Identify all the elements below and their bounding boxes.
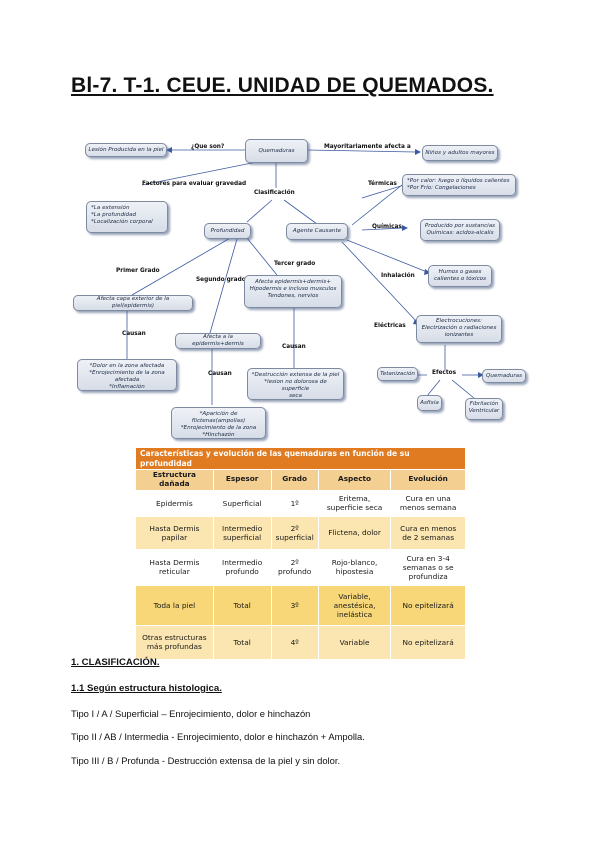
table-cell: 1º bbox=[270, 489, 319, 517]
node-asfixia: Asfixia bbox=[417, 395, 442, 411]
node-factores-list: *La extensión *La profundidad *Localizac… bbox=[86, 201, 168, 233]
node-ninos: Niños y adultos mayores bbox=[422, 145, 498, 161]
header-grado: Grado bbox=[270, 469, 319, 491]
header-aspecto: Aspecto bbox=[317, 469, 392, 491]
table-cell: Cura en menos de 2 semanas bbox=[390, 515, 466, 550]
label-primer-grado: Primer Grado bbox=[116, 268, 160, 274]
node-epidermis-dermis: Afecta a la epidermis+dermis bbox=[175, 333, 261, 349]
section-heading-clasificacion: 1. CLASIFICACIÓN. bbox=[71, 657, 160, 668]
table-row: Hasta Dermis reticular Intermedio profun… bbox=[135, 548, 466, 586]
node-tercer-causan: *Destrucción extensa de la piel *lesion … bbox=[247, 368, 344, 400]
table-cell: Variable bbox=[317, 624, 392, 660]
node-quimicas: Producido por sustancias Químicas: acido… bbox=[420, 219, 500, 241]
table-cell: Epidermis bbox=[135, 489, 214, 517]
paragraph-tipo-3: Tipo III / B / Profunda - Destrucción ex… bbox=[71, 755, 341, 766]
label-efectos: Efectos bbox=[432, 370, 457, 376]
table-cell: Cura en una menos semana bbox=[390, 489, 466, 517]
label-causan-3: Causan bbox=[282, 344, 306, 350]
node-fibrilacion: Fibrilación Ventricular bbox=[465, 398, 503, 420]
table-row: Otras estructuras más profundas Total 4º… bbox=[135, 624, 466, 660]
table-cell: 3º bbox=[270, 584, 319, 626]
node-agente-causante: Agente Causante bbox=[286, 223, 348, 240]
table-caption: Características y evolución de las quema… bbox=[135, 447, 466, 470]
node-quemaduras: Quemaduras bbox=[245, 139, 308, 163]
table-cell: 2º profundo bbox=[270, 548, 319, 586]
label-que-son: ¿Que son? bbox=[191, 144, 225, 150]
label-causan-1: Causan bbox=[122, 331, 146, 337]
table-cell: Rojo-blanco, hipostesia bbox=[317, 548, 392, 586]
table-row: Toda la piel Total 3º Variable, anestési… bbox=[135, 584, 466, 626]
page-title: Bl-7. T-1. CEUE. UNIDAD DE QUEMADOS. bbox=[71, 74, 494, 97]
label-tercer-grado: Tercer grado bbox=[274, 261, 316, 267]
label-causan-2: Causan bbox=[208, 371, 232, 377]
label-factores: Factores para evaluar gravedad bbox=[142, 181, 247, 187]
header-estructura: Estructura dañada bbox=[135, 469, 214, 491]
table-cell: Otras estructuras más profundas bbox=[135, 624, 214, 660]
node-tetanizacion: Tetanización bbox=[377, 367, 418, 381]
table-cell: 4º bbox=[270, 624, 319, 660]
node-electricas: Electrocuciones: Electrización o radiaci… bbox=[416, 315, 502, 343]
label-quimicas: Químicas bbox=[372, 224, 402, 230]
table-cell: Superficial bbox=[212, 489, 272, 517]
table-cell: Variable, anestésica, inelástica bbox=[317, 584, 392, 626]
table-cell: No epitelizará bbox=[390, 624, 466, 660]
node-capa-exterior: Afecta capa exterior de la piel(epidermi… bbox=[73, 295, 193, 311]
label-inhalacion: Inhalación bbox=[381, 273, 415, 279]
paragraph-tipo-1: Tipo I / A / Superficial – Enrojecimient… bbox=[71, 708, 311, 719]
table-row: Hasta Dermis papilar Intermedio superfic… bbox=[135, 515, 466, 550]
label-mayoritariamente: Mayoritariamente afecta a bbox=[324, 144, 411, 150]
node-primer-causan: *Dolor en la zona afectada *Enrojecimien… bbox=[77, 359, 177, 391]
label-termicas: Térmicas bbox=[368, 181, 397, 187]
node-termicas: *Por calor: fuego o líquidos calientes *… bbox=[402, 174, 516, 196]
label-clasificacion: Clasificación bbox=[254, 190, 295, 196]
table-cell: Flictena, dolor bbox=[317, 515, 392, 550]
section-heading-estructura: 1.1 Según estructura histologica. bbox=[71, 683, 222, 694]
node-tercer-grado: Afecta epidermis+dermis+ Hipodermis e in… bbox=[244, 275, 342, 308]
label-electricas: Eléctricas bbox=[374, 323, 406, 329]
node-lesion: Lesión Producida en la piel bbox=[85, 143, 167, 157]
header-espesor: Espesor bbox=[212, 469, 272, 491]
depth-table: Características y evolución de las quema… bbox=[135, 447, 466, 660]
table-cell: Toda la piel bbox=[135, 584, 214, 626]
table-cell: Hasta Dermis papilar bbox=[135, 515, 214, 550]
table-cell: Intermedio superficial bbox=[212, 515, 272, 550]
concept-map-connectors bbox=[126, 147, 484, 405]
paragraph-tipo-2: Tipo II / AB / Intermedia - Enrojecimien… bbox=[71, 731, 365, 742]
table-row: Epidermis Superficial 1º Eritema, superf… bbox=[135, 489, 466, 517]
table-cell: Total bbox=[212, 584, 272, 626]
header-evolucion: Evolución bbox=[390, 469, 466, 491]
node-segundo-causan: *Aparición de flictenas(ampollas) *Enroj… bbox=[171, 407, 266, 439]
node-inhalacion: Humos o gases calientes o tóxicos bbox=[428, 265, 492, 287]
table-cell: Intermedio profundo bbox=[212, 548, 272, 586]
node-quemaduras-efecto: Quemaduras bbox=[482, 369, 526, 383]
table-cell: Hasta Dermis reticular bbox=[135, 548, 214, 586]
label-segundo-grado: Segundo grado bbox=[196, 277, 246, 283]
table-cell: Total bbox=[212, 624, 272, 660]
concept-map: Quemaduras ¿Que son? Lesión Producida en… bbox=[72, 130, 532, 440]
table-cell: Cura en 3-4 semanas o se profundiza bbox=[390, 548, 466, 586]
table-cell: 2º superficial bbox=[270, 515, 319, 550]
node-profundidad: Profundidad bbox=[204, 223, 251, 239]
table-cell: Eritema, superficie seca bbox=[317, 489, 392, 517]
table-cell: No epitelizará bbox=[390, 584, 466, 626]
